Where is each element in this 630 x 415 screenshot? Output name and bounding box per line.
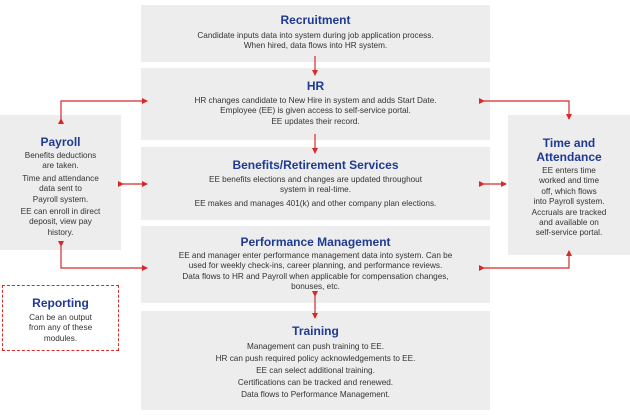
hr-module: HR HR changes candidate to New Hire in s…	[141, 68, 490, 140]
training-title: Training	[292, 324, 339, 338]
performance-title: Performance Management	[240, 235, 391, 249]
reporting-box: Reporting Can be an output from any of t…	[2, 285, 119, 351]
reporting-line-1: Can be an output	[29, 313, 92, 322]
performance-line-1: EE and manager enter performance managem…	[178, 251, 453, 260]
benefits-title: Benefits/Retirement Services	[232, 158, 399, 172]
performance-line-2: used for weekly check-ins, career planni…	[188, 261, 443, 271]
recruitment-title: Recruitment	[280, 13, 351, 27]
time-attendance-line-1: EE enters time	[542, 166, 596, 175]
reporting-line-2: from any of these	[28, 323, 93, 333]
payroll-line-6: EE can enroll in direct	[20, 207, 101, 217]
time-attendance-line-4: into Payroll system.	[533, 197, 605, 207]
recruitment-line-2: When hired, data flows into HR system.	[243, 41, 388, 51]
performance-module: Performance Management EE and manager en…	[141, 226, 490, 303]
payroll-line-8: history.	[47, 227, 74, 237]
payroll-line-2: are taken.	[42, 161, 79, 171]
time-attendance-title-2: Attendance	[536, 150, 602, 164]
benefits-module: Benefits/Retirement Services EE benefits…	[141, 147, 490, 220]
training-line-1: Management can push training to EE.	[247, 342, 384, 351]
benefits-line-1: EE benefits elections and changes are up…	[208, 175, 423, 184]
time-attendance-line-7: self-service portal.	[535, 228, 603, 238]
benefits-line-3: EE makes and manages 401(k) and other co…	[194, 198, 437, 208]
payroll-module: Payroll Benefits deductions are taken. T…	[0, 115, 121, 250]
time-attendance-line-5: Accruals are tracked	[531, 207, 607, 217]
reporting-line-3: modules.	[43, 333, 78, 343]
time-attendance-line-2: worked and time	[538, 176, 600, 186]
hr-title: HR	[306, 79, 325, 93]
arrow-time-performance	[479, 250, 572, 271]
training-line-3: EE can select additional training.	[256, 366, 375, 375]
training-line-2: HR can push required policy acknowledgem…	[215, 354, 416, 363]
training-module: Training Management can push training to…	[141, 311, 490, 410]
recruitment-line-1: Candidate inputs data into system during…	[197, 31, 434, 40]
time-attendance-line-6: and available on	[539, 218, 599, 228]
training-line-4: Certifications can be tracked and renewe…	[237, 378, 394, 387]
time-attendance-module: Time and Attendance EE enters time worke…	[508, 115, 630, 255]
payroll-line-3: Time and attendance	[22, 173, 99, 183]
performance-line-3: Data flows to HR and Payroll when applic…	[182, 271, 449, 281]
benefits-line-2: system in real-time.	[280, 185, 351, 195]
payroll-line-4: data sent to	[39, 184, 82, 194]
recruitment-module: Recruitment Candidate inputs data into s…	[141, 5, 490, 62]
hr-line-3: EE updates their record.	[271, 116, 360, 126]
reporting-title: Reporting	[32, 296, 89, 310]
time-attendance-title-1: Time and	[542, 136, 596, 150]
arrow-time-hr	[479, 98, 572, 120]
arrow-payroll-hr	[58, 98, 148, 124]
training-line-5: Data flows to Performance Management.	[241, 390, 390, 399]
payroll-line-7: deposit, view pay	[29, 217, 92, 227]
hr-line-2: Employee (EE) is given access to self-se…	[220, 106, 411, 116]
performance-line-4: bonuses, etc.	[291, 282, 340, 292]
payroll-line-5: Payroll system.	[32, 194, 89, 204]
payroll-title: Payroll	[40, 135, 81, 149]
arrow-payroll-performance	[58, 241, 148, 271]
hr-line-1: HR changes candidate to New Hire in syst…	[194, 96, 437, 105]
time-attendance-line-3: off, which flows	[541, 186, 597, 196]
payroll-line-1: Benefits deductions	[24, 151, 97, 160]
